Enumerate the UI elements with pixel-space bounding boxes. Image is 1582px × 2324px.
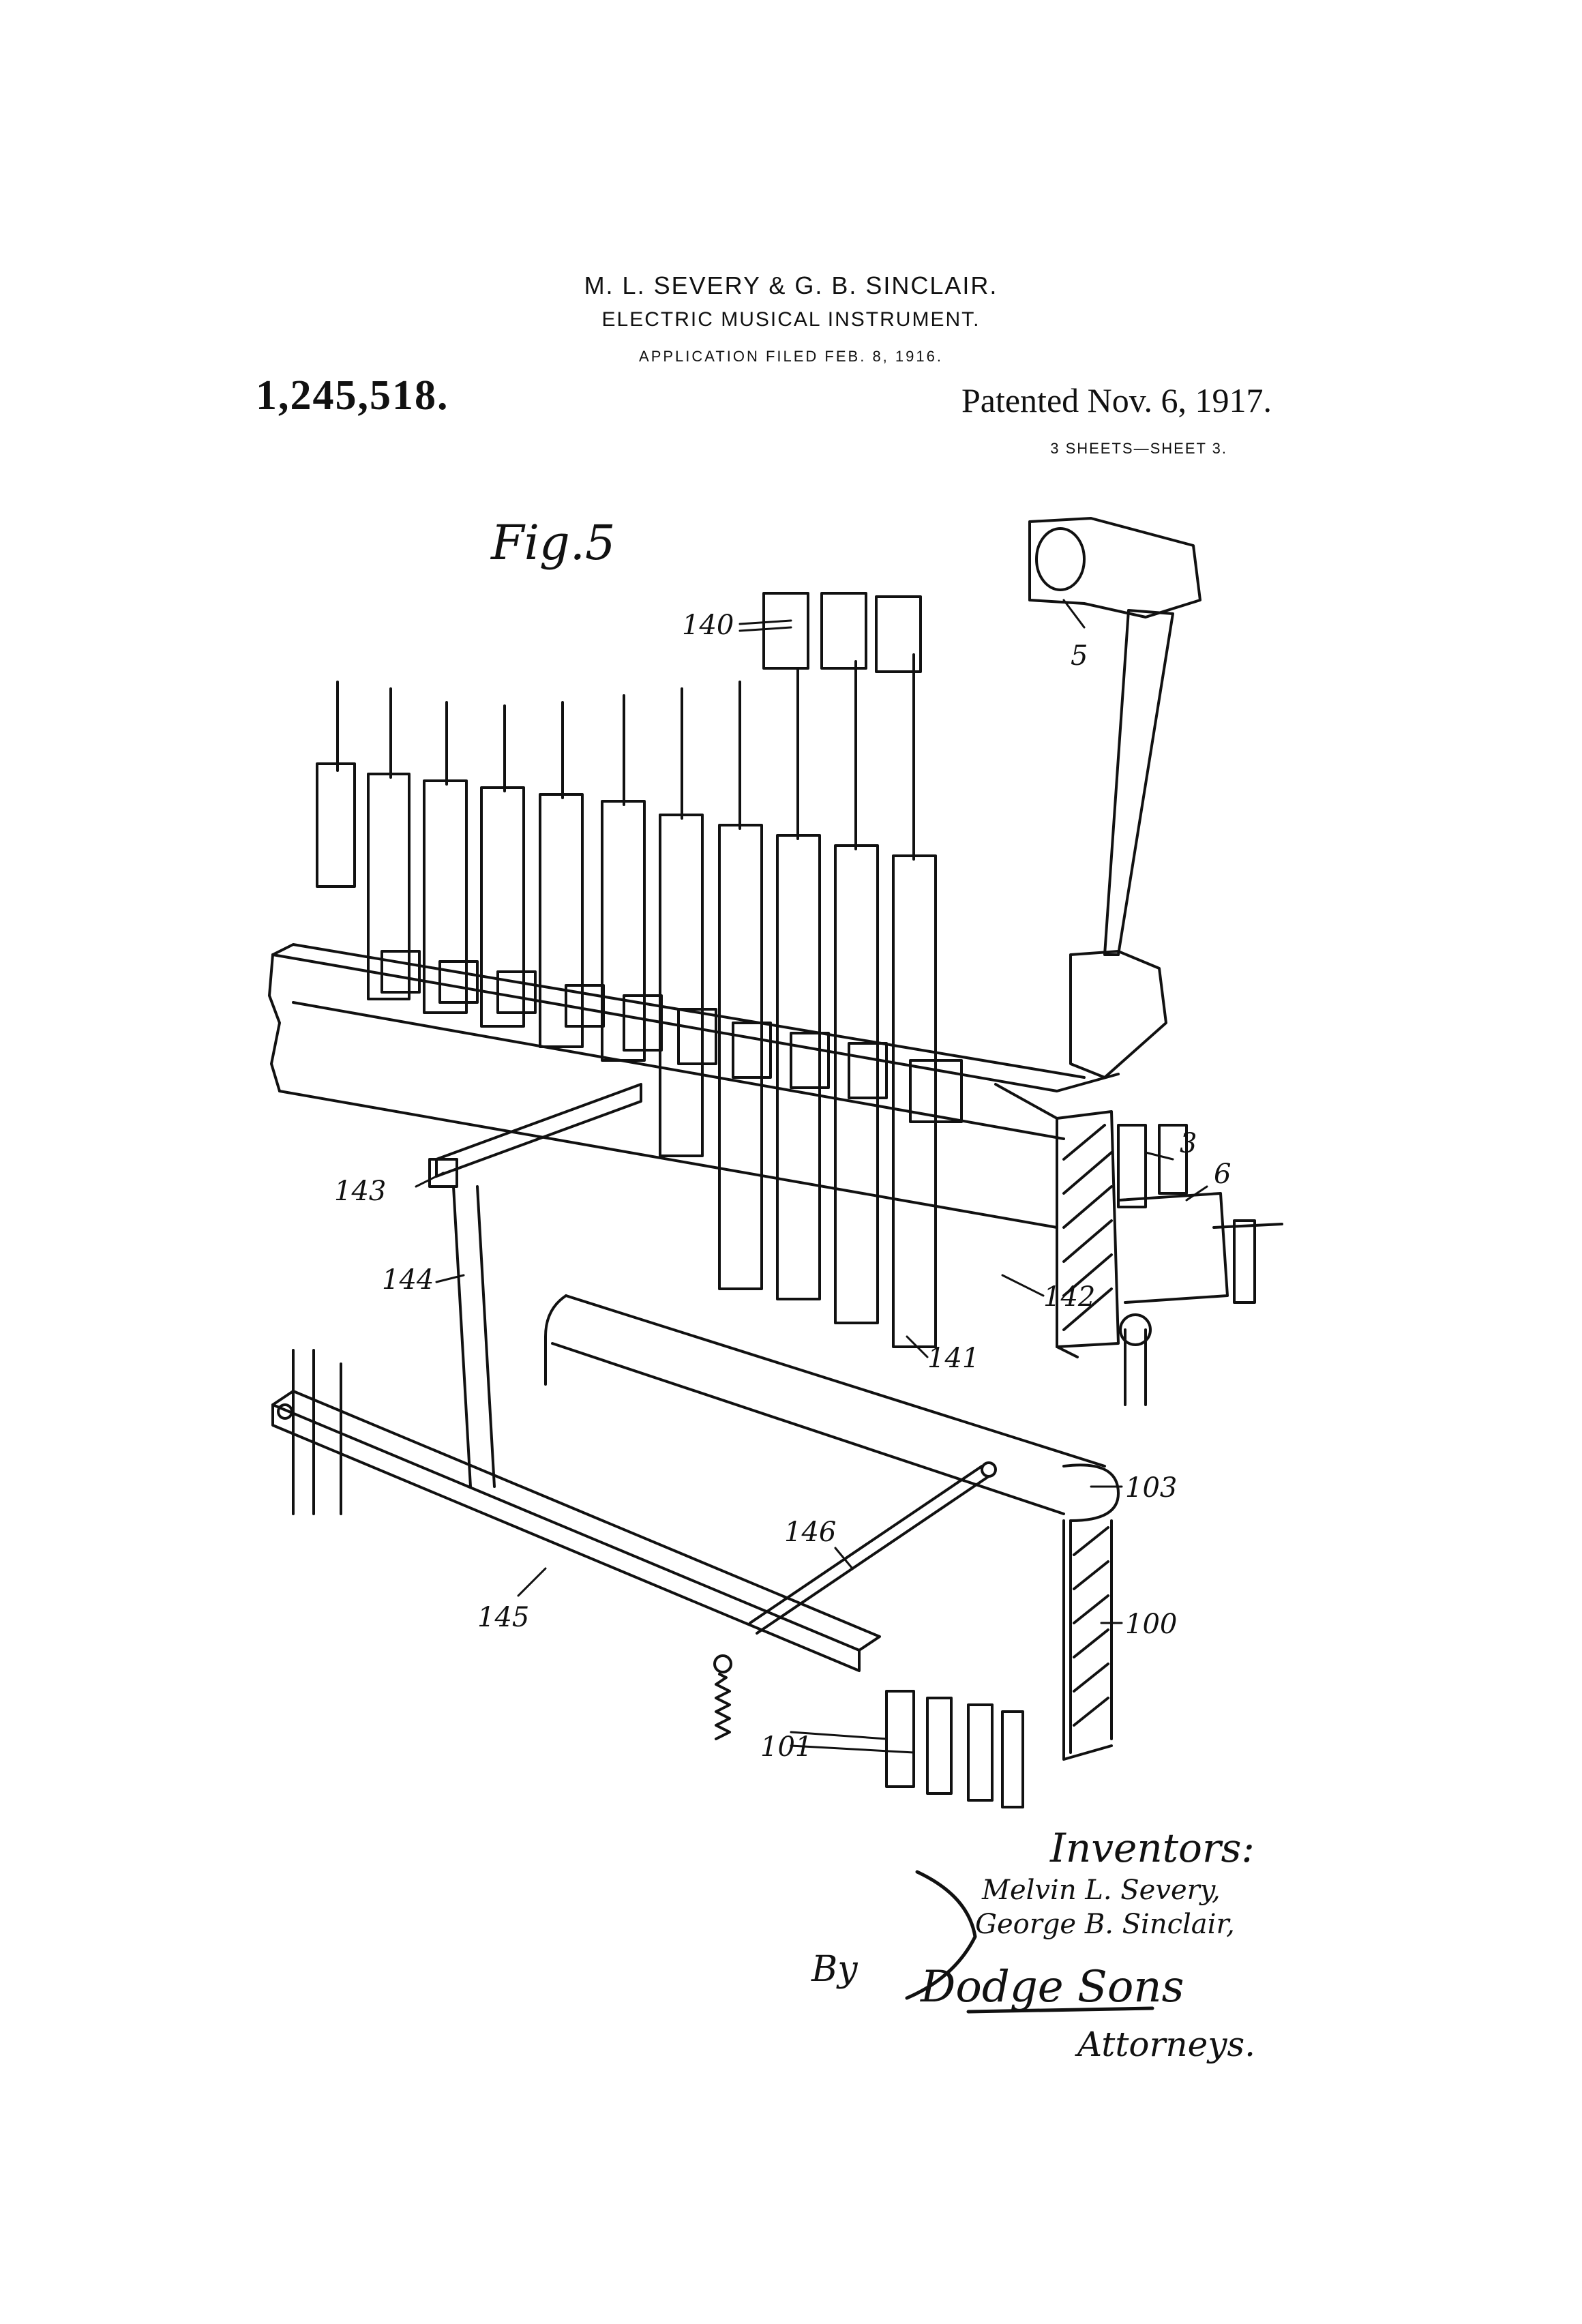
ref-145: 145 — [477, 1602, 529, 1633]
signature-block: Inventors: Melvin L. Severy, George B. S… — [811, 1825, 1255, 2064]
ref-101: 101 — [760, 1731, 812, 1763]
ref-100: 100 — [1125, 1609, 1177, 1640]
ref-103: 103 — [1125, 1472, 1177, 1504]
by-label: By — [811, 1949, 858, 1990]
ref-3: 3 — [1180, 1128, 1197, 1159]
cross-rod-146 — [749, 1461, 997, 1635]
lower-bar-145 — [271, 1349, 881, 1672]
attorney-signature: Dodge Sons — [920, 1962, 1184, 2012]
spring-and-bars-101 — [713, 1654, 1024, 1808]
leader-lines — [415, 599, 1208, 1754]
ref-140: 140 — [682, 610, 734, 641]
sheet-info: 3 SHEETS—SHEET 3. — [1050, 440, 1227, 457]
ref-5: 5 — [1071, 640, 1088, 672]
ref-146: 146 — [784, 1517, 836, 1548]
application-filed-line: APPLICATION FILED FEB. 8, 1916. — [639, 348, 943, 365]
lever-143-rod-144 — [428, 1083, 642, 1488]
ref-143: 143 — [334, 1176, 386, 1207]
attorneys-label: Attorneys. — [1075, 2025, 1255, 2064]
inventors-heading: Inventors: — [1049, 1825, 1255, 1871]
upper-contact-blocks — [762, 592, 922, 673]
patent-inventors-line: M. L. SEVERY & G. B. SINCLAIR. — [584, 271, 998, 299]
mallet — [1028, 517, 1202, 1079]
roller-and-body — [544, 1294, 1120, 1761]
right-bracket-and-rod — [1117, 1124, 1283, 1406]
inventor-name-2: George B. Sinclair, — [975, 1909, 1235, 1940]
upper-beam — [268, 943, 1120, 1229]
figure-label: Fig.5 — [490, 515, 616, 571]
ref-142: 142 — [1043, 1281, 1095, 1313]
ref-6: 6 — [1214, 1159, 1231, 1190]
beam-cross-section — [994, 1083, 1120, 1358]
patent-number: 1,245,518. — [256, 372, 449, 419]
hammer-bars — [316, 653, 937, 1348]
patented-date: Patented Nov. 6, 1917. — [961, 381, 1272, 419]
inventor-name-1: Melvin L. Severy, — [981, 1875, 1221, 1906]
clamp-blocks — [380, 950, 963, 1123]
patent-title: ELECTRIC MUSICAL INSTRUMENT. — [601, 308, 981, 331]
ref-144: 144 — [382, 1264, 434, 1296]
ref-141: 141 — [927, 1343, 979, 1374]
